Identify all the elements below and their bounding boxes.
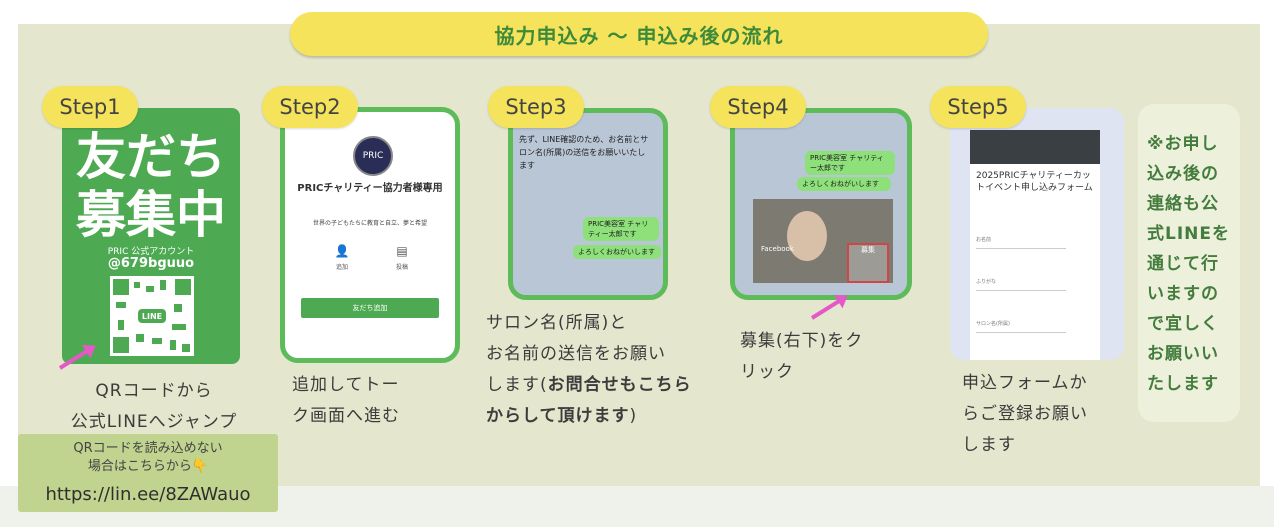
add-icon: 👤 (334, 244, 350, 258)
friend-recruit-line1: 友だち (76, 128, 226, 186)
line-friend-card: 友だち 募集中 PRIC 公式アカウント @679bguuo LINE (62, 108, 240, 364)
step1-caption: QRコードから公式LINEへジャンプ (70, 381, 238, 432)
step3-caption: サロン名(所属)とお名前の送信をお願いします(お問合せもこちらからして頂けます) (486, 313, 692, 426)
note-text: ※お申し込み後の連絡も公式LINEを通じて行いますので宜しくお願いいたします (1147, 134, 1230, 394)
qr-fallback-notice: QRコードを読み込めない場合はこちらから👇 (73, 441, 223, 474)
page-title: 協力申込み 〜 申込み後の流れ (290, 12, 988, 56)
form-input-line[interactable] (976, 290, 1066, 291)
step4-caption: 募集(右下)をクリック (740, 331, 864, 382)
chat-bubble-greeting: よろしくおねがいします (797, 177, 891, 191)
chat-bubble-name: PRIC美容室 チャリティー太郎です (805, 151, 895, 175)
step2-badge: Step2 (262, 86, 358, 128)
rich-menu-photo: Facebook (753, 199, 893, 283)
person-photo (787, 211, 827, 261)
step5-caption: 申込フォームからご登録お願いします (962, 373, 1088, 455)
line-chat-menu-screen: PRIC美容室 チャリティー太郎です よろしくおねがいします Facebook … (730, 108, 912, 300)
recruit-label: 募集 (861, 246, 875, 254)
qr-line-logo: LINE (138, 309, 166, 323)
step1-badge: Step1 (42, 86, 138, 128)
add-label: 追加 (335, 264, 348, 271)
recruit-menu-button[interactable]: 募集 (847, 243, 889, 283)
chat-bubble-greeting: よろしくおねがいします (573, 245, 661, 259)
form-title: 2025PRICチャリティーカットイベント申し込みフォーム (976, 171, 1093, 193)
qr-code[interactable]: LINE (110, 276, 194, 356)
application-form-screen: 2025PRICチャリティーカットイベント申し込みフォーム お名前 ふりがな サ… (950, 108, 1124, 360)
line-id: @679bguuo (107, 256, 195, 271)
form-field-salon: サロン名(所属) (976, 321, 1010, 327)
account-description: 世界の子どもたちに教育と自立、夢と希望 (312, 220, 427, 227)
post-label: 投稿 (395, 264, 408, 271)
chat-message: 先ず、LINE確認のため、お名前とサロン名(所属)の送信をお願いいたします (519, 135, 649, 170)
form-input-line[interactable] (976, 248, 1066, 249)
step5-badge: Step5 (930, 86, 1026, 128)
line-add-friend-screen: PRIC PRICチャリティー協力者様専用 世界の子どもたちに教育と自立、夢と希… (280, 107, 460, 363)
qr-fallback-box: QRコードを読み込めない場合はこちらから👇 https://lin.ee/8ZA… (18, 434, 278, 512)
step2-caption: 追加してトーク画面へ進む (292, 375, 400, 426)
step3-badge: Step3 (488, 86, 584, 128)
line-chat-screen: 先ず、LINE確認のため、お名前とサロン名(所属)の送信をお願いいたします PR… (508, 108, 668, 300)
account-name: PRICチャリティー協力者様専用 (297, 183, 443, 194)
chat-bubble-name: PRIC美容室 チャリティー太郎です (583, 217, 659, 241)
form-field-kana: ふりがな (976, 279, 997, 285)
line-url-link[interactable]: https://lin.ee/8ZAWauo (45, 484, 251, 505)
form-input-line[interactable] (976, 332, 1066, 333)
form-field-name: お名前 (976, 237, 992, 243)
friend-recruit-line2: 募集中 (76, 186, 226, 244)
post-icon: ▤ (396, 244, 408, 258)
google-form: 2025PRICチャリティーカットイベント申し込みフォーム お名前 ふりがな サ… (970, 130, 1100, 360)
step4-badge: Step4 (710, 86, 806, 128)
facebook-menu-label[interactable]: Facebook (761, 245, 794, 253)
official-account-label: PRIC 公式アカウント (107, 247, 195, 257)
form-header-image (970, 130, 1100, 164)
add-friend-button[interactable]: 友だち追加 (301, 298, 439, 318)
pric-avatar: PRIC (353, 136, 393, 176)
note-box: ※お申し込み後の連絡も公式LINEを通じて行いますので宜しくお願いいたします (1138, 104, 1240, 422)
